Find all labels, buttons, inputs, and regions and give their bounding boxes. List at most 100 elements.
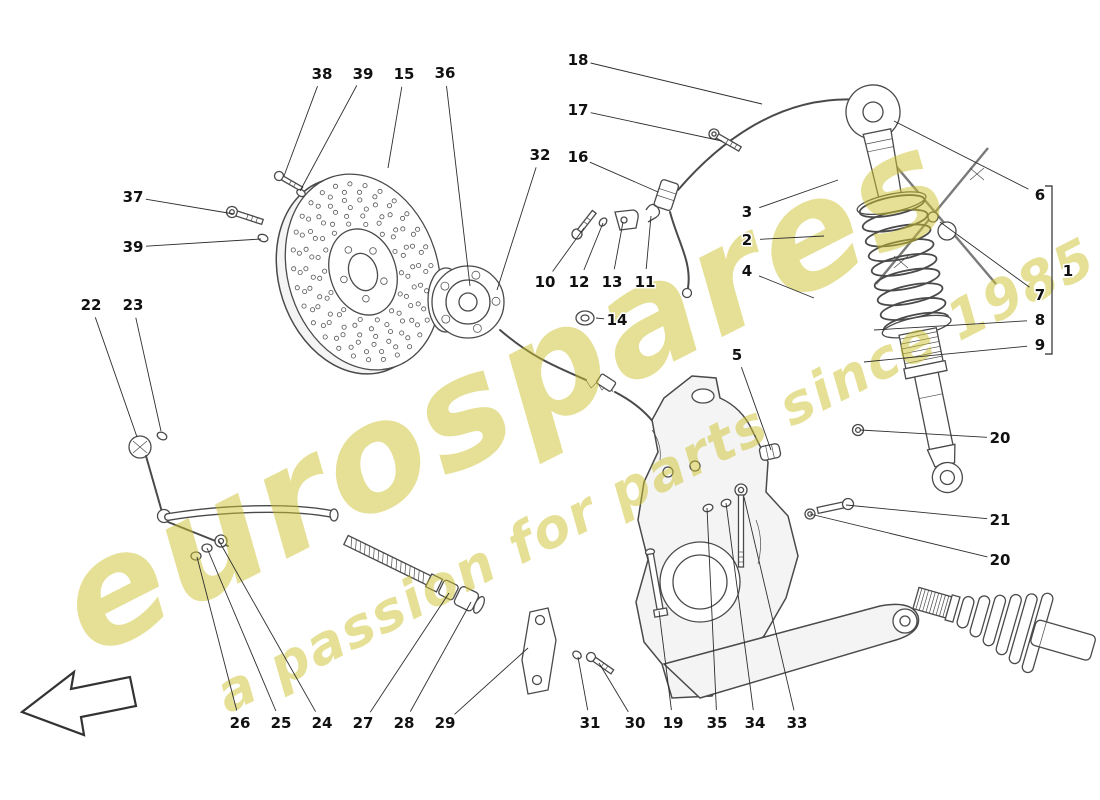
rod-hex	[424, 573, 444, 593]
part-number-29: 29	[435, 714, 456, 732]
drill-hole	[386, 338, 392, 344]
drill-hole	[333, 335, 339, 341]
part-number-19: 19	[663, 714, 684, 732]
part-number-7: 7	[1035, 286, 1045, 304]
direction-arrow-icon	[19, 669, 138, 737]
leader-line-17	[590, 112, 723, 142]
drill-hole	[322, 268, 328, 274]
drill-hole	[296, 250, 302, 256]
part-number-27: 27	[353, 714, 374, 732]
spring-coil	[876, 282, 944, 307]
spline-tooth	[939, 594, 946, 617]
part-number-2: 2	[742, 231, 752, 249]
drill-hole	[329, 221, 335, 227]
drill-hole	[363, 206, 369, 212]
axle-shaft	[1030, 619, 1096, 661]
thread-hatch	[359, 541, 362, 553]
boot-rib	[956, 595, 975, 629]
drill-hole	[336, 345, 342, 351]
drill-hole	[332, 209, 338, 215]
part-number-10: 10	[535, 273, 556, 291]
leader-line-18	[590, 62, 763, 105]
shock-absorber	[845, 84, 964, 494]
rod-pivot	[927, 211, 939, 223]
part-number-14: 14	[607, 311, 628, 329]
drill-hole	[377, 188, 383, 194]
part-number-33: 33	[787, 714, 808, 732]
bracket-29	[521, 607, 557, 695]
hub-studs	[440, 270, 501, 333]
leader-line-15	[387, 86, 403, 169]
suspension-upright	[635, 375, 799, 699]
washer-12	[598, 217, 608, 227]
leader-line-14	[595, 317, 605, 320]
bolt-33	[734, 483, 748, 568]
spring-coil	[858, 194, 926, 218]
bump-stop-bushing	[758, 443, 782, 461]
drill-hole	[393, 344, 399, 350]
drill-hole	[341, 307, 347, 313]
leader-line-39	[145, 238, 262, 247]
leader-line-20	[859, 429, 988, 438]
bracket-plate	[521, 607, 557, 695]
upright-hub-bore-inner	[672, 554, 728, 610]
leader-line-11	[645, 215, 652, 270]
part-number-1: 1	[1063, 262, 1073, 280]
washer-31	[572, 650, 582, 660]
drill-hole	[416, 262, 422, 268]
drill-hole	[317, 294, 323, 300]
drill-hole	[411, 284, 417, 290]
part-number-16: 16	[568, 148, 589, 166]
part-number-8: 8	[1035, 311, 1045, 329]
drill-hole	[379, 231, 385, 237]
part-number-17: 17	[568, 101, 589, 119]
spline-tooth	[942, 595, 950, 618]
drill-hole	[315, 304, 321, 310]
rod-bushing	[937, 221, 957, 241]
drill-hole	[357, 316, 363, 322]
thread-hatch	[350, 537, 353, 549]
bolt-33-assembly	[702, 483, 748, 568]
leader-line-9	[863, 345, 1028, 363]
drill-hole	[362, 183, 368, 189]
driveshaft	[912, 586, 1096, 674]
drill-hole	[340, 275, 348, 284]
part-number-32: 32	[530, 146, 551, 164]
upright-bolt-hole-1	[662, 466, 674, 478]
drill-hole	[347, 205, 353, 211]
part-number-35: 35	[707, 714, 728, 732]
part-number-31: 31	[580, 714, 601, 732]
drill-hole	[379, 349, 385, 355]
drill-hole	[410, 231, 416, 237]
spline-teeth	[915, 588, 950, 618]
screw-37	[225, 205, 265, 226]
drill-hole	[386, 203, 392, 209]
thread-hatch	[422, 572, 425, 584]
part-number-5: 5	[732, 346, 742, 364]
drill-hole	[356, 189, 362, 195]
thread-hatch	[413, 567, 416, 579]
part-number-6: 6	[1035, 186, 1045, 204]
drill-hole	[350, 353, 356, 359]
leader-line-21	[845, 504, 988, 520]
drill-hole	[387, 329, 393, 335]
drill-hole	[396, 310, 402, 316]
drill-hole	[290, 247, 296, 253]
drill-hole	[315, 254, 321, 260]
drill-hole	[404, 211, 410, 217]
leader-line-37	[145, 198, 235, 215]
drill-hole	[400, 215, 406, 221]
washer-26	[190, 551, 202, 561]
drill-hole	[368, 326, 374, 332]
drill-hole	[299, 213, 305, 219]
drill-hole	[390, 234, 396, 240]
part-number-28: 28	[394, 714, 415, 732]
leader-line-25	[206, 547, 277, 712]
leader-line-31	[577, 656, 589, 711]
thread-ring	[904, 355, 943, 365]
leader-line-2	[759, 235, 825, 240]
drill-hole	[379, 214, 385, 220]
part-number-15: 15	[394, 65, 415, 83]
leader-line-27	[369, 592, 450, 713]
